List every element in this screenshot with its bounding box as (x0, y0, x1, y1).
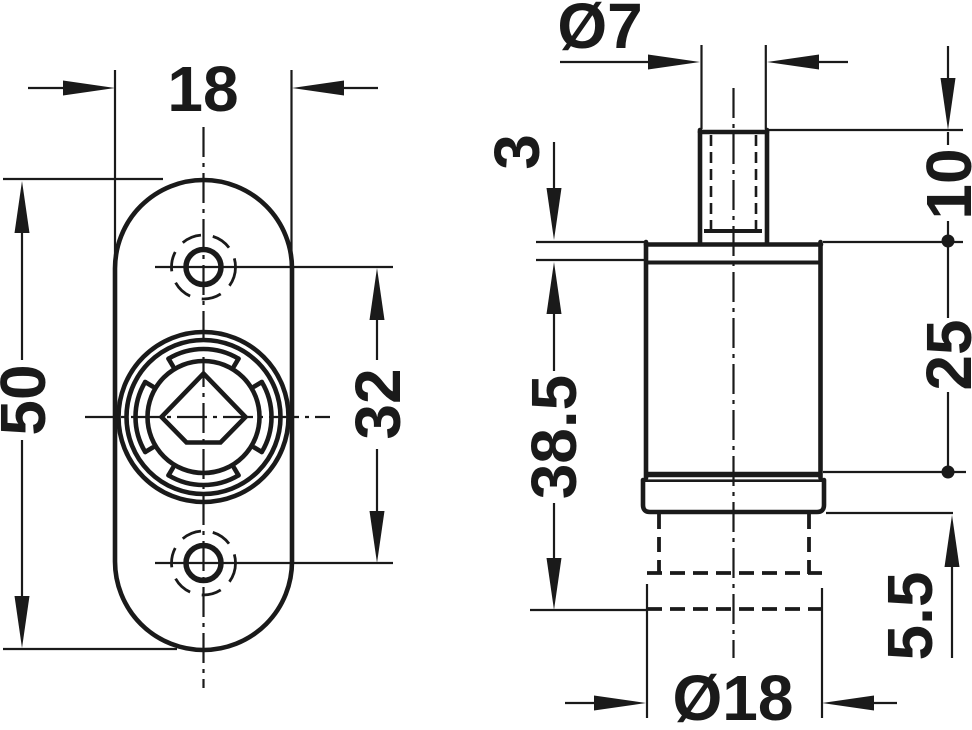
dim-stud-length-label: 10 (913, 148, 972, 219)
arrowhead-up-icon (369, 268, 385, 320)
arrowhead-right-icon (648, 54, 700, 70)
dimension-top-section: 3 (481, 134, 644, 314)
arrowhead-up-icon (944, 515, 960, 567)
ring-stub (142, 445, 156, 455)
bottom-screw-hole-dashed-circle (170, 529, 237, 597)
dim-plate-height-label: 50 (0, 364, 59, 435)
dimension-stud-diameter: Ø7 (557, 0, 848, 129)
hidden-insert-outline (647, 514, 822, 611)
arrowhead-up-icon (14, 181, 30, 233)
dim-total-depth-label: 38.5 (518, 375, 590, 500)
ring-arc-right (259, 379, 274, 455)
dim-collar-height-label: 5.5 (874, 572, 946, 661)
housing-body (640, 239, 827, 515)
arrowhead-down-icon (14, 596, 30, 648)
dim-plate-width-label: 18 (167, 53, 238, 125)
dim-top-section-label: 3 (481, 134, 553, 170)
ring-stub (166, 356, 176, 369)
ring-stub (231, 356, 241, 369)
cam-lock-face (116, 329, 291, 505)
arrowhead-left-icon (292, 80, 344, 96)
ring-stub (142, 379, 156, 389)
arrowhead-right-icon (594, 695, 646, 711)
dim-stud-diameter-label: Ø7 (557, 0, 642, 62)
top-screw-hole-dashed-circle (170, 233, 237, 301)
lock-outer-circle (116, 329, 291, 505)
dimension-collar-height: 5.5 (826, 511, 960, 661)
lock-middle-circle (124, 337, 283, 497)
ring-stub (251, 379, 265, 389)
arrowhead-down-icon (546, 188, 562, 240)
top-screw-hole (183, 246, 224, 288)
ring-arc-left (133, 379, 148, 455)
dimension-plate-height: 50 (0, 177, 177, 651)
ring-arc-bottom (166, 473, 241, 488)
bottom-screw-hole (183, 542, 224, 584)
dim-hole-spacing-label: 32 (342, 368, 414, 439)
arrowhead-right-icon (63, 80, 115, 96)
collar-outline (640, 477, 827, 515)
arrowhead-down-icon (940, 78, 956, 130)
ring-stub (166, 465, 176, 478)
dimension-stud-length: 10 (769, 46, 972, 248)
dimension-dot (941, 234, 955, 248)
arrowhead-down-icon (369, 511, 385, 563)
arrowhead-down-icon (546, 558, 562, 610)
spindle-hole (158, 370, 249, 445)
front-view: 18 50 32 (0, 53, 414, 688)
dimension-hole-spacing: 32 (342, 268, 414, 563)
dimension-body-diameter: Ø18 (565, 584, 897, 730)
ring-stub (231, 465, 241, 478)
dimension-dot (941, 465, 955, 479)
lock-inner-circle (145, 358, 262, 476)
dimension-body-length: 25 (823, 243, 972, 479)
dim-body-diameter-label: Ø18 (673, 662, 794, 730)
arrowhead-left-icon (767, 54, 819, 70)
ring-stub (251, 445, 265, 455)
arrowhead-left-icon (822, 695, 874, 711)
side-view: Ø7 10 25 3 (481, 0, 972, 730)
dimension-plate-width: 18 (28, 53, 378, 268)
arrowhead-up-icon (546, 262, 562, 314)
dim-body-length-label: 25 (913, 319, 972, 390)
threaded-stud (697, 127, 770, 247)
dimension-total-depth: 38.5 (518, 311, 646, 612)
ring-arc-top (166, 346, 241, 361)
